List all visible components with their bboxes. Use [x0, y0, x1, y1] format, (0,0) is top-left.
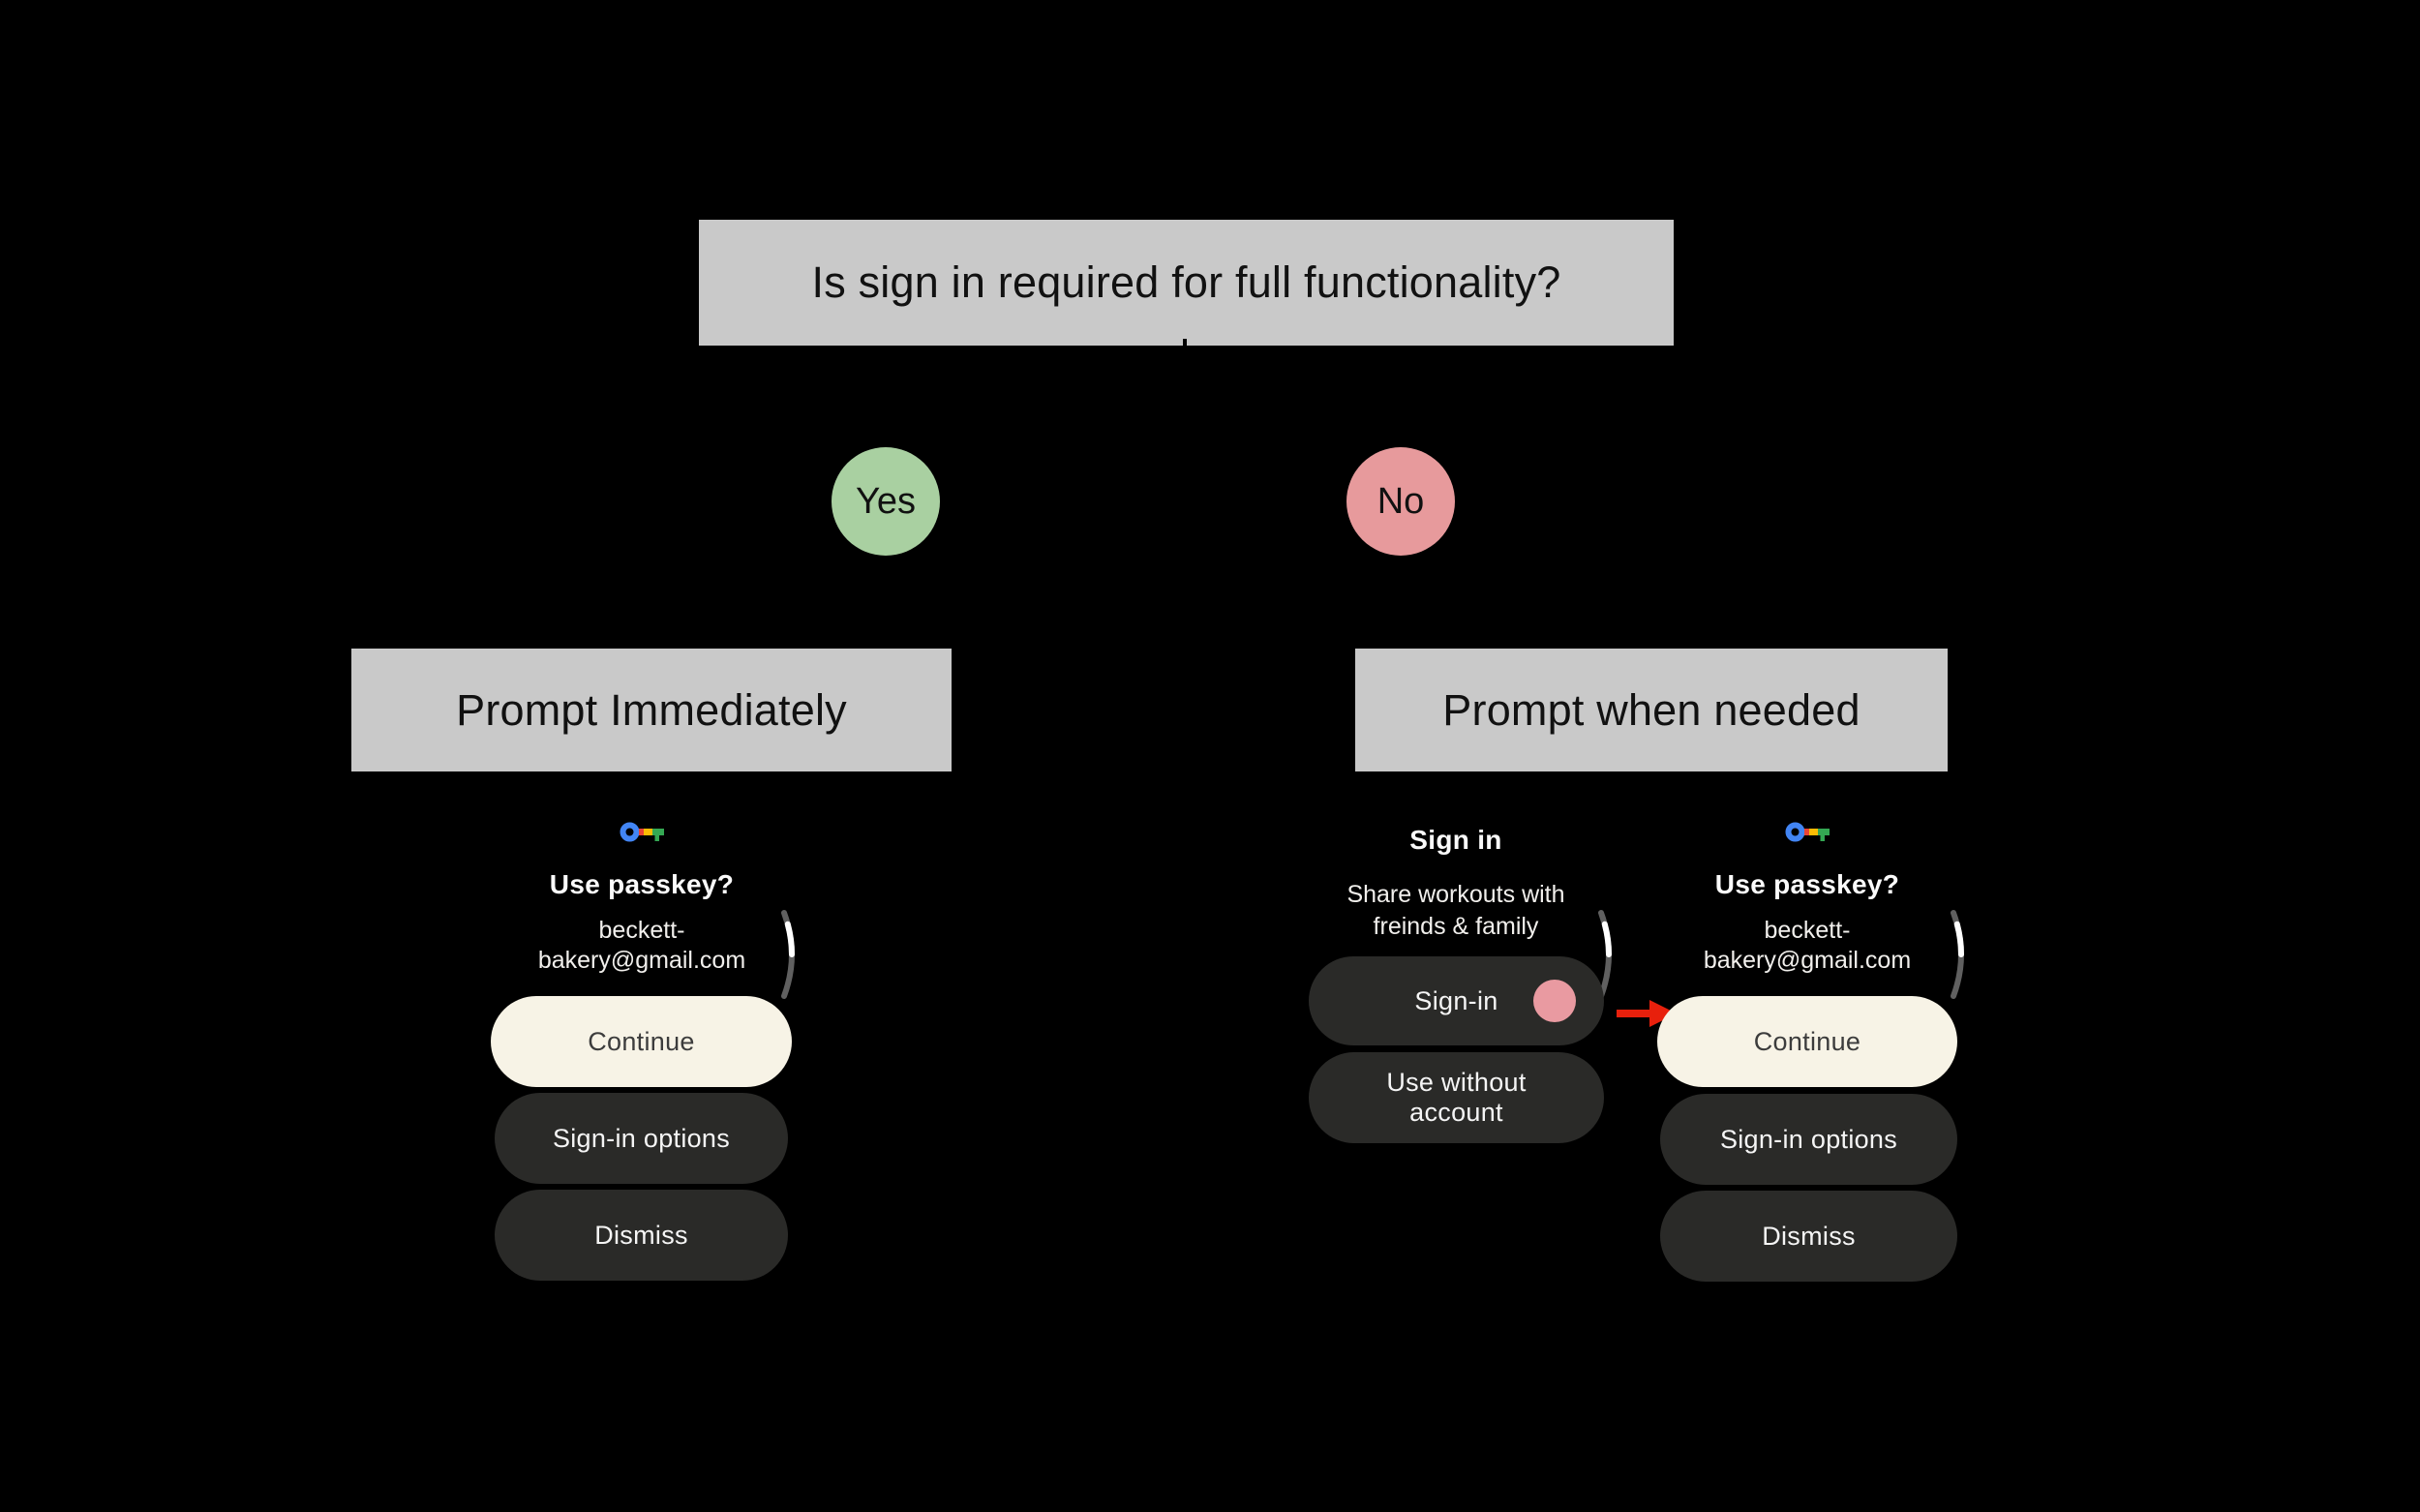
use-without-account-button[interactable]: Use without account: [1309, 1052, 1604, 1143]
prompt-when-needed-text: Prompt when needed: [1442, 684, 1860, 735]
prompt-when-needed-box: Prompt when needed: [1355, 649, 1948, 771]
account-email: beckett- bakery@gmail.com: [1652, 916, 1962, 976]
signin-options-label: Sign-in options: [1719, 1124, 1898, 1154]
continue-label: Continue: [588, 1026, 695, 1056]
connector-tick: [1183, 339, 1187, 350]
signin-button[interactable]: Sign-in: [1309, 956, 1604, 1045]
signin-subtitle-line2: freinds & family: [1373, 913, 1539, 940]
continue-button[interactable]: Continue: [491, 996, 792, 1087]
prompt-immediately-box: Prompt Immediately: [351, 649, 952, 771]
account-email-line1: beckett-: [598, 917, 685, 944]
passkey-icon: [1785, 822, 1830, 842]
account-email-line2: bakery@gmail.com: [1703, 947, 1912, 974]
dismiss-label: Dismiss: [594, 1220, 688, 1250]
scroll-indicator: [781, 910, 795, 999]
prompt-immediately-text: Prompt Immediately: [456, 684, 847, 735]
dismiss-button[interactable]: Dismiss: [1660, 1191, 1957, 1282]
signin-title: Sign in: [1409, 825, 1502, 855]
signin-options-label: Sign-in options: [552, 1123, 731, 1153]
signin-options-button[interactable]: Sign-in options: [495, 1093, 788, 1184]
yes-label: Yes: [856, 480, 916, 522]
passkey-icon: [620, 822, 664, 842]
dismiss-button[interactable]: Dismiss: [495, 1190, 788, 1281]
signin-label: Sign-in: [1414, 985, 1498, 1015]
no-node: No: [1346, 447, 1455, 556]
no-label: No: [1376, 480, 1425, 522]
question-box: Is sign in required for full functionali…: [699, 220, 1674, 346]
continue-label: Continue: [1753, 1026, 1861, 1056]
scroll-indicator: [1598, 910, 1612, 999]
use-without-account-line1: Use without: [1386, 1068, 1527, 1097]
yes-node: Yes: [832, 447, 940, 556]
account-email-line1: beckett-: [1764, 917, 1851, 944]
question-text: Is sign in required for full functionali…: [811, 257, 1561, 307]
signin-options-button[interactable]: Sign-in options: [1660, 1094, 1957, 1185]
continue-button[interactable]: Continue: [1657, 996, 1957, 1087]
tap-indicator: [1533, 980, 1576, 1022]
passkey-title: Use passkey?: [1714, 869, 1900, 899]
account-email-line2: bakery@gmail.com: [537, 947, 746, 974]
account-email: beckett- bakery@gmail.com: [487, 916, 797, 976]
passkey-title: Use passkey?: [549, 869, 735, 899]
scroll-indicator: [1951, 910, 1964, 999]
signin-subtitle-line1: Share workouts with: [1346, 881, 1565, 908]
signin-subtitle: Share workouts with freinds & family: [1301, 879, 1611, 943]
dismiss-label: Dismiss: [1762, 1221, 1856, 1251]
use-without-account-line2: account: [1409, 1098, 1503, 1127]
